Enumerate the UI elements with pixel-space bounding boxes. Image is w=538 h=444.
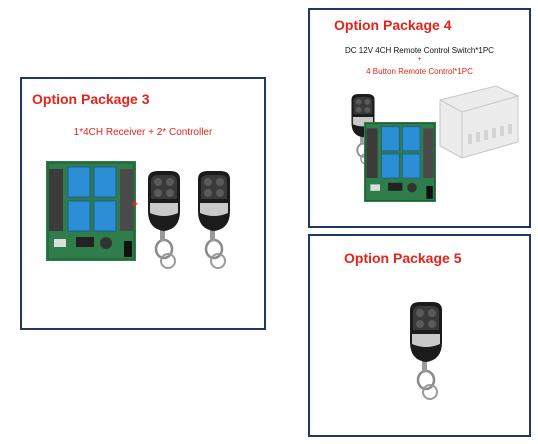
option-package-3-title: Option Package 3 <box>32 91 150 107</box>
option-package-5-panel: Option Package 5 <box>308 234 531 437</box>
enclosure-case-image <box>439 85 519 159</box>
option-package-3-plus: + <box>131 197 139 211</box>
remote-controller-image-2 <box>196 169 232 270</box>
option-package-3-description: 1*4CH Receiver + 2* Controller <box>73 127 213 138</box>
remote-controller-image-1 <box>146 169 182 270</box>
option-package-5-title: Option Package 5 <box>344 250 462 266</box>
option-package-4-plus: + <box>417 56 422 63</box>
option-package-4-line1: DC 12V 4CH Remote Control Switch*1PC <box>345 46 494 55</box>
option-package-4-line2: 4 Button Remote Control*1PC <box>366 67 473 76</box>
option-package-3-panel: Option Package 3 1*4CH Receiver + 2* Con… <box>20 77 266 330</box>
switch-board-image <box>363 121 437 203</box>
receiver-board-image <box>45 160 137 262</box>
remote-controller-image <box>408 300 444 401</box>
option-package-4-panel: Option Package 4 DC 12V 4CH Remote Contr… <box>308 8 531 228</box>
option-package-4-title: Option Package 4 <box>334 17 452 33</box>
